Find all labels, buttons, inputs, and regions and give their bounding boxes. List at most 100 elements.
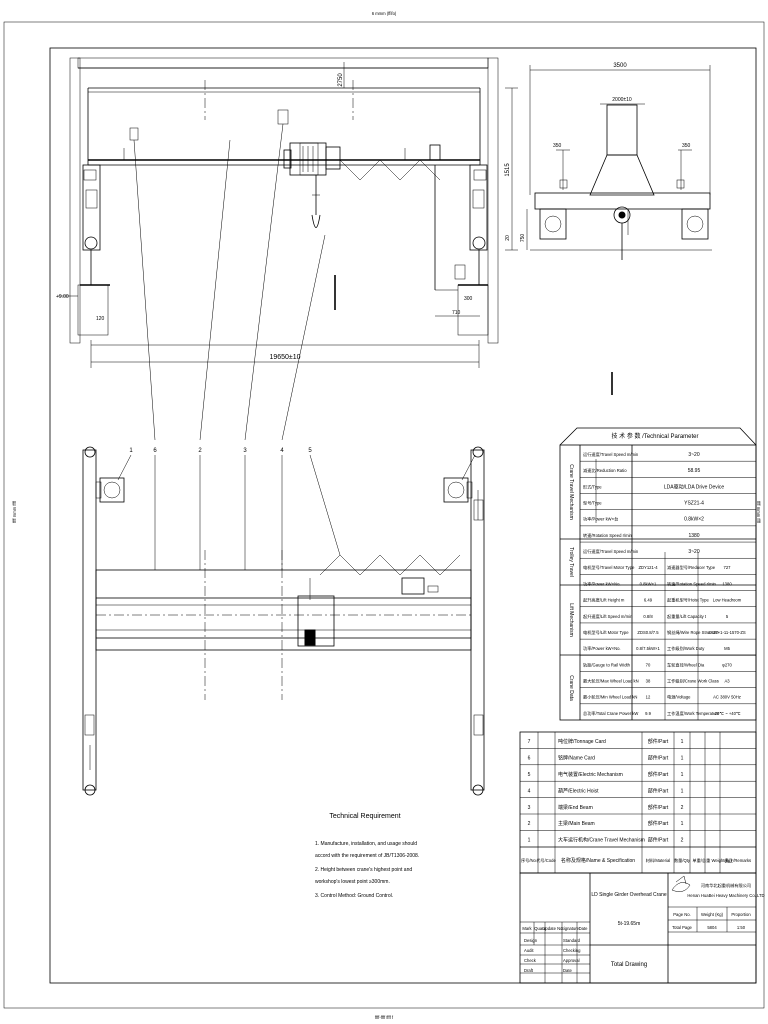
param-row-value: 0.8/7.5kW×1 xyxy=(636,646,660,651)
plan-callout-1: 1 xyxy=(129,448,133,454)
parts-row-no: 6 xyxy=(528,756,531,762)
rev-header: Signature xyxy=(561,926,580,931)
parts-list: 7 吨位牌/Tonnage Card 部件/Part 1 6 铭牌/Name Card 部件… xyxy=(519,731,757,874)
company-en: Henan HuaBei Heavy Machinery Co.,LTD xyxy=(687,893,764,898)
parts-row-material: 部件/Part xyxy=(648,787,669,794)
param-row-label: 运行速度/Travel Speed m/min xyxy=(583,451,639,458)
side-left-dim: 350 xyxy=(553,143,562,149)
tech-req-title: Technical Requirement xyxy=(329,813,400,820)
parts-row-name: 端梁/End Beam xyxy=(558,804,593,811)
param-row-label2: 电源/Voltage xyxy=(667,694,691,701)
parts-row-material: 部件/Part xyxy=(648,771,669,778)
parts-header-code: 代号/Code xyxy=(536,857,556,864)
sign-role: Draft xyxy=(524,968,534,973)
project-name: LD Single Girder Overhead Crane xyxy=(591,892,667,898)
rev-header: Date xyxy=(579,926,589,931)
parts-row-material: 部件/Part xyxy=(648,804,669,811)
sign-role2: Standard xyxy=(563,938,581,943)
param-row-value: 70 xyxy=(646,662,651,667)
param-group-label: Lift Mechanism xyxy=(568,603,574,637)
param-row-label2: 减速器型号/Reducer Type xyxy=(667,564,716,571)
tech-req-line: 1. Manufacture, installation, and usage … xyxy=(315,841,417,847)
param-row-label: 总功率/Total Crane Power kW xyxy=(583,710,638,717)
param-row-label: 运行速度/Travel Speed m/min xyxy=(583,548,639,555)
proportion-value: 1:50 xyxy=(737,925,746,930)
param-row-value2: 6×37+1-11-1570-ZS xyxy=(708,630,746,635)
param-row-value: 58.95 xyxy=(688,468,701,474)
param-row-label: 最小轮压/Min Wheel Load kN xyxy=(583,694,637,701)
left-base-level: +9.00 xyxy=(56,294,69,300)
title-block: Mark Quant Update No. Signature Date Des… xyxy=(519,872,765,984)
right-side-stamp: ffff mmm ffff xyxy=(756,501,761,523)
param-row-value2: φ270 xyxy=(722,662,732,667)
page-no-label: Page No. xyxy=(673,912,690,917)
parts-row-qty: 2 xyxy=(681,805,684,811)
param-row-value2: 1380 xyxy=(722,581,732,586)
parts-row-no: 5 xyxy=(528,772,531,778)
param-row-label: 形式/Type xyxy=(583,483,602,490)
param-row-value2: A3 xyxy=(724,678,730,683)
param-row-label: 转速/Rotation Speed r/min xyxy=(583,532,633,539)
parts-row-no: 7 xyxy=(528,739,531,745)
parts-row-name: 电气装置/Electric Mechanism xyxy=(558,771,623,778)
proportion-label: Proportion xyxy=(731,912,751,917)
parts-row-material: 部件/Part xyxy=(648,837,669,844)
param-row-label: 型号/Type xyxy=(583,500,602,507)
elev-height-dim: 1515 xyxy=(505,163,511,177)
parts-row-qty: 2 xyxy=(681,838,684,844)
model-name: 5t-19.65m xyxy=(618,921,641,927)
param-row-value: 0.8/8 xyxy=(643,614,653,619)
elev-rail-dim: 20 xyxy=(505,235,511,241)
weight-label: Weight (Kg) xyxy=(701,912,724,917)
param-row-label2: 工作级别/Crane Work Class xyxy=(667,677,719,684)
param-row-label2: 钢丝绳/Wire Rope Structure xyxy=(667,629,719,636)
parts-row-no: 3 xyxy=(528,805,531,811)
param-row-value: ZDY121-4 xyxy=(638,565,658,570)
parts-header-mat: 材料/Material xyxy=(646,857,671,864)
param-row-label2: 工作级别/Work Duty xyxy=(667,645,705,652)
parts-row-name: 吨位牌/Tonnage Card xyxy=(558,738,606,745)
param-group-label: Crane Travel Mechanism xyxy=(568,464,574,520)
param-row-label: 减速比/Reduction Ratio xyxy=(583,467,627,474)
parts-header-weight: 单重/总重 Weight(kg) xyxy=(692,857,732,864)
front-elevation: 2750 1515 20 19650±10 +9.00 120 710 300 xyxy=(56,57,613,441)
left-side-stamp: ffff mmm ffff xyxy=(12,500,17,522)
rev-header: Quant xyxy=(534,926,546,931)
parts-header-name: 名称及规格/Name & Specification xyxy=(561,857,635,864)
parts-row-name: 铭牌/Name Card xyxy=(558,755,595,762)
outer-frame xyxy=(3,21,765,1009)
param-row-value: 3~20 xyxy=(688,549,699,555)
param-row-value: 0.8kW×1 xyxy=(640,581,657,586)
param-row-label: 功率/Power kW×台 xyxy=(583,516,618,523)
sign-role2: Approval xyxy=(563,958,580,963)
parts-row-qty: 1 xyxy=(681,756,684,762)
parts-row-name: 葫芦/Electric Hoist xyxy=(558,787,599,794)
sign-role: Design xyxy=(524,938,538,943)
span-dim: 19650±10 xyxy=(269,354,300,361)
side-top-dim: 2000±10 xyxy=(612,97,632,103)
param-row-value2: -20℃ ~ +40℃ xyxy=(713,711,741,716)
side-right-dim: 350 xyxy=(682,143,691,149)
top-stamp: 6 mmm (ffifo) xyxy=(372,11,397,16)
parts-row-qty: 1 xyxy=(681,788,684,794)
parts-row-qty: 1 xyxy=(681,772,684,778)
tech-req-line: 3. Control Method: Ground Control. xyxy=(315,893,393,899)
right-base-dim: 710 xyxy=(452,310,461,316)
rev-header: Mark xyxy=(522,926,532,931)
param-row-label: 电机型号/Lift Motor Type xyxy=(583,629,629,636)
param-row-label2: 转速/Rotation Speed r/min xyxy=(667,580,717,587)
param-row-value: 6.49 xyxy=(644,598,653,603)
param-row-value: 1380 xyxy=(688,533,699,539)
parts-header-qty: 数量/Qty xyxy=(674,857,691,864)
param-row-label2: 起重量/Lift Capacity t xyxy=(667,613,707,620)
elev-top-dim: 2750 xyxy=(338,73,344,87)
parts-row-qty: 1 xyxy=(681,739,684,745)
parts-row-no: 2 xyxy=(528,821,531,827)
param-row-value: ZDS0.8/7.5 xyxy=(637,630,659,635)
right-base-level: 300 xyxy=(464,296,473,302)
param-row-value: 12 xyxy=(646,695,651,700)
param-table-header: 技 术 参 数 /Technical Parameter xyxy=(611,432,698,440)
param-row-label2: 车轮直径/Wheel Dia xyxy=(667,661,705,668)
tech-req-line: accord with the requirement of JB/T1306-… xyxy=(315,853,419,859)
param-row-value: LDA驱动/LDA Drive Device xyxy=(664,483,725,490)
